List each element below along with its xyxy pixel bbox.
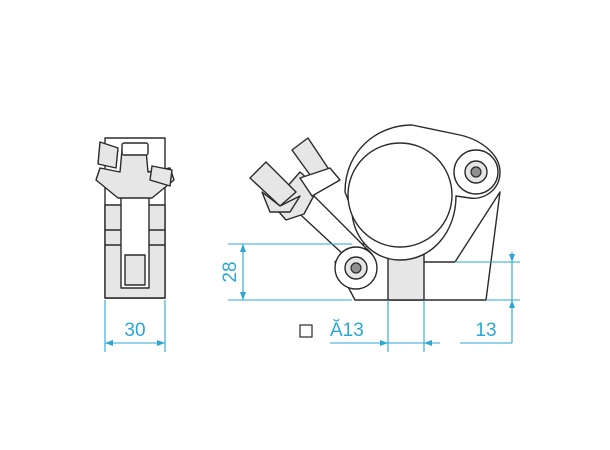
side-view: [95, 137, 175, 299]
height-dimension: 28: [220, 243, 352, 301]
height-dimension-label: 28: [220, 261, 241, 282]
front-wing-nut: [249, 137, 341, 221]
width-dimension: 30: [104, 300, 166, 352]
tube-dimension: Ă13: [299, 300, 440, 352]
side-wing-nut: [95, 149, 175, 199]
offset-dimension-label: 13: [475, 320, 496, 341]
width-dimension-label: 30: [124, 320, 145, 341]
offset-dimension: 13: [455, 252, 520, 344]
square-icon: [299, 324, 313, 338]
tube-dimension-label: Ă13: [330, 320, 364, 341]
front-view: [249, 124, 501, 301]
tube-opening: [347, 142, 453, 248]
